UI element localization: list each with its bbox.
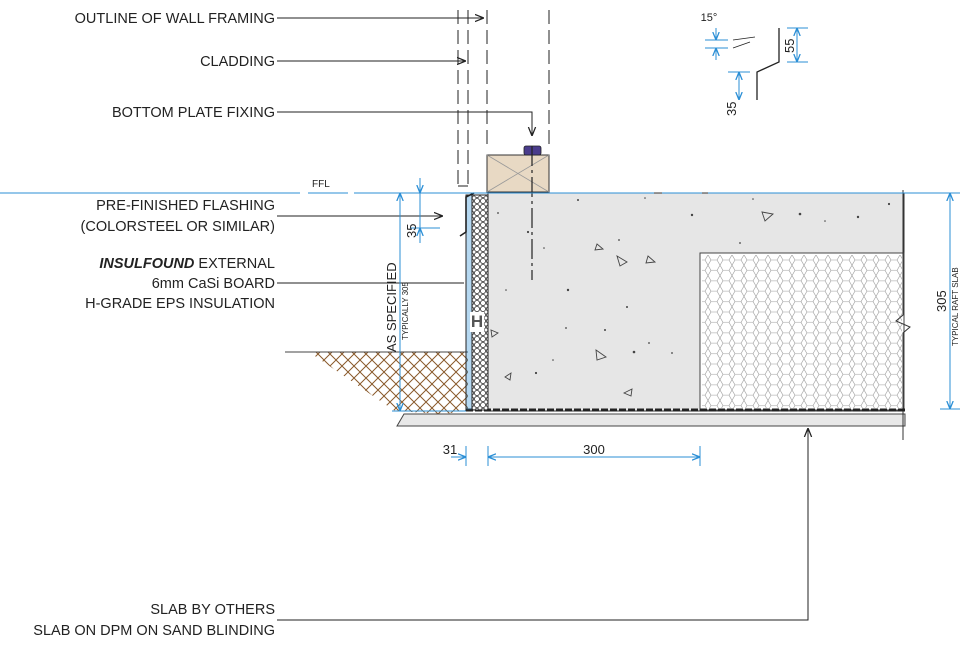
bottom-plate-label: BOTTOM PLATE FIXING — [112, 105, 275, 121]
flashing-label-2: (COLORSTEEL OR SIMILAR) — [81, 219, 275, 235]
flashing-drip-text: 35 — [724, 102, 739, 116]
wall-outline — [457, 10, 550, 186]
flashing-detail-dims — [705, 27, 808, 100]
insulfound-label: INSULFOUND EXTERNAL — [99, 256, 275, 272]
flashing-angle-text: 15° — [701, 12, 718, 24]
dim-as-specified-text: AS SPECIFIED — [384, 262, 399, 352]
flashing-upstand-text: 55 — [782, 39, 797, 53]
flashing — [459, 192, 475, 237]
dim-300-text: 300 — [583, 442, 605, 457]
soil-hatch — [309, 352, 468, 414]
bottom-plate-cross — [486, 154, 550, 193]
angle-lines — [732, 36, 756, 49]
dim-flashing-35-text: 35 — [404, 224, 419, 238]
cladding-label: CLADDING — [200, 54, 275, 70]
eps-pod-hatch — [702, 255, 902, 408]
insulfound-external: EXTERNAL — [194, 256, 275, 272]
dim-flashing-35 — [410, 178, 440, 243]
bottom-plate-leader — [277, 111, 532, 136]
slab-leader — [277, 428, 808, 621]
dim-slab-305-text: 305 — [934, 290, 949, 312]
dim-31-text: 31 — [443, 442, 457, 457]
panel-mark-bg — [470, 312, 484, 332]
dim-typical-raft-text: TYPICAL RAFT SLAB — [951, 267, 960, 346]
flashing-profile — [756, 28, 780, 100]
ffl-label: FFL — [312, 179, 330, 190]
dim-horizontal — [451, 446, 701, 466]
eps-label: H-GRADE EPS INSULATION — [85, 296, 275, 312]
flashing-profile-detail: 15° 55 35 — [701, 12, 808, 116]
dim-as-specified — [392, 193, 466, 412]
flashing-label-1: PRE-FINISHED FLASHING — [96, 198, 275, 214]
sand-blinding — [396, 413, 906, 427]
slab-by-others-label: SLAB BY OTHERS — [150, 602, 275, 618]
dim-typically-text: TYPICALLY 305 — [401, 281, 410, 340]
aggregate-dots — [497, 197, 891, 375]
break-line — [895, 190, 911, 440]
aggregate-marks — [490, 211, 774, 397]
casi-board-label: 6mm CaSi BOARD — [152, 276, 275, 292]
casi-board — [465, 194, 473, 411]
slab-on-dpm-label: SLAB ON DPM ON SAND BLINDING — [33, 623, 275, 639]
insulfound-brand: INSULFOUND — [99, 256, 195, 272]
wall-framing-label: OUTLINE OF WALL FRAMING — [75, 11, 275, 27]
dim-slab-305 — [940, 192, 960, 410]
insulation-hatch — [472, 195, 488, 410]
panel-mark: H — [471, 312, 483, 331]
